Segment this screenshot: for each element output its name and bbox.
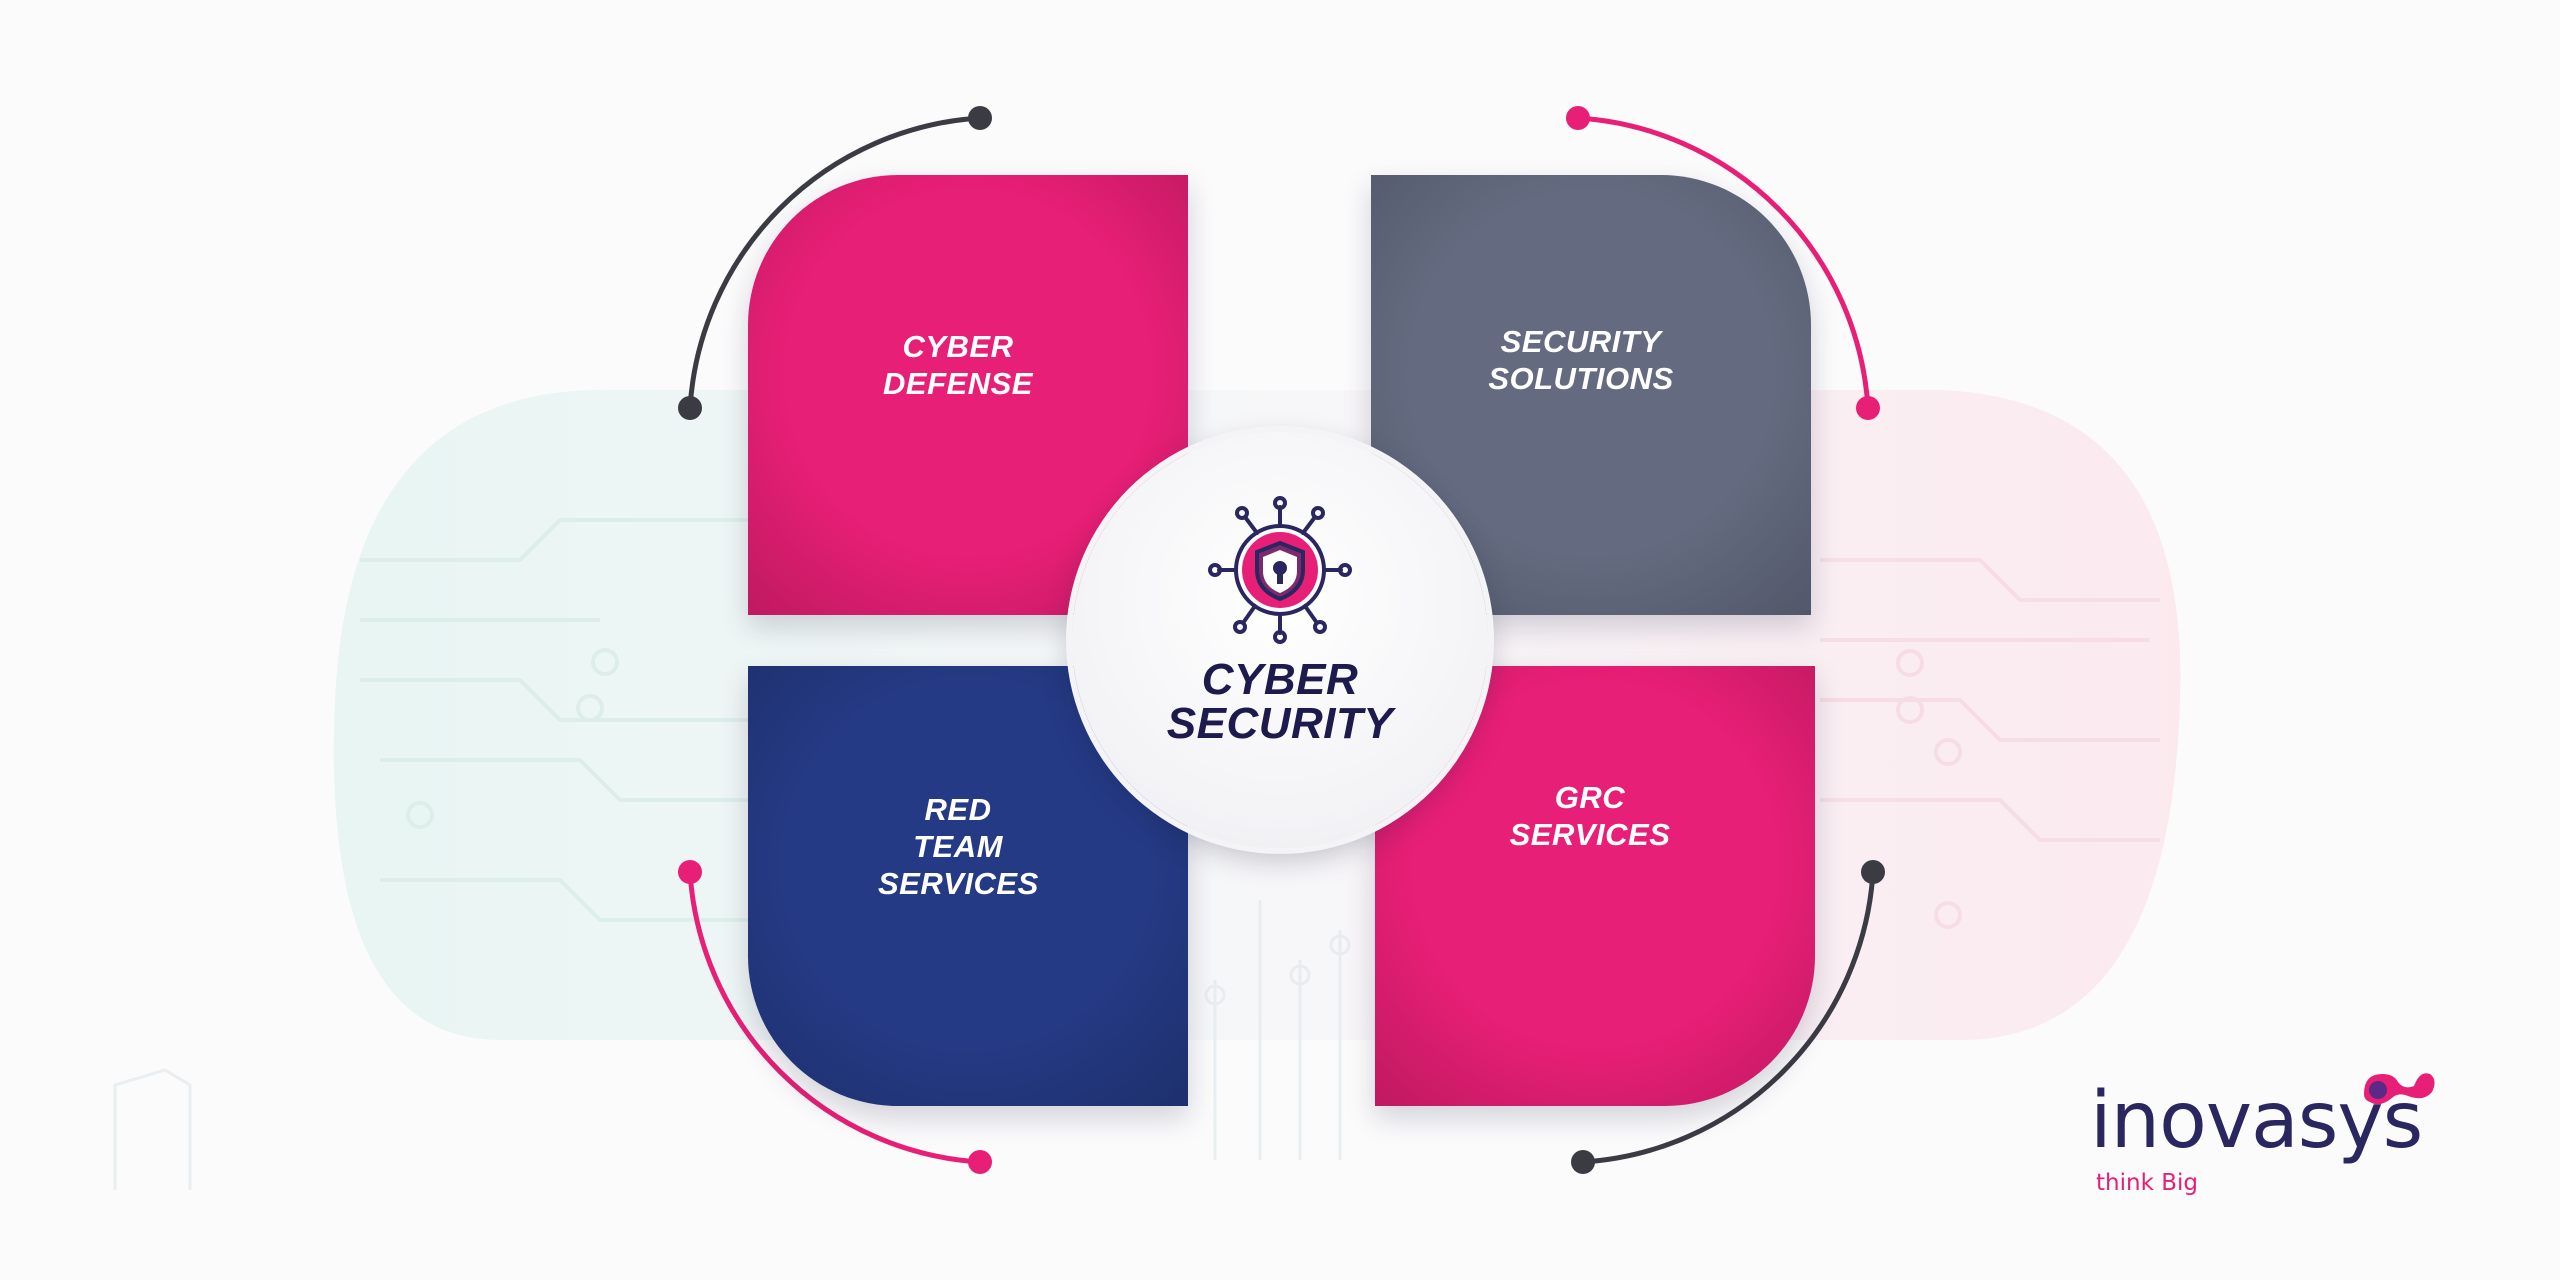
quadrant-label: GRC SERVICES: [1509, 780, 1671, 852]
brand-logo: inovasys think Big: [2090, 1060, 2450, 1200]
brand-mark-icon: [2364, 1073, 2435, 1105]
quadrant-label: CYBER DEFENSE: [883, 329, 1033, 401]
quadrant-red-team-services: RED TEAM SERVICES: [748, 666, 1188, 1106]
quadrant-label: SECURITY SOLUTIONS: [1488, 324, 1674, 396]
brand-tagline: think Big: [2096, 1170, 2198, 1196]
center-title: CYBER SECURITY: [1166, 655, 1394, 748]
quadrant-label: RED TEAM SERVICES: [878, 791, 1039, 901]
shield-lock-circuit-icon: [1208, 496, 1352, 644]
